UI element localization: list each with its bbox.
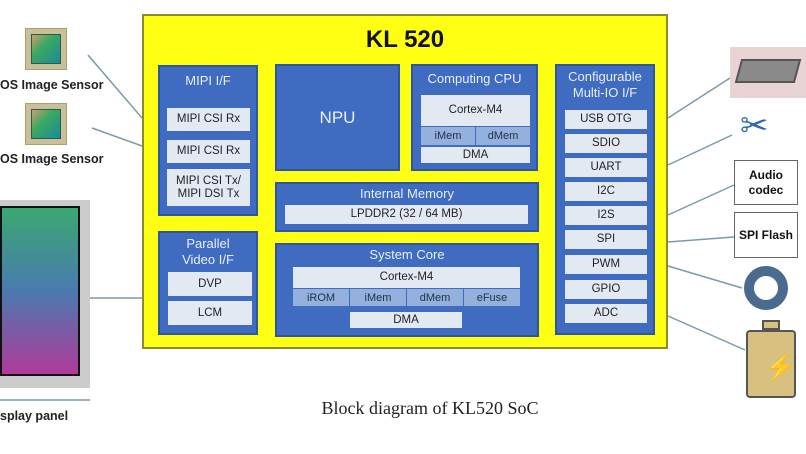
multi-io-item: ADC xyxy=(565,304,647,323)
battery-icon: ⚡ xyxy=(746,320,796,398)
display-label: splay panel xyxy=(0,409,69,423)
cpu-dma: DMA xyxy=(421,147,530,163)
system-core-cpu: Cortex-M4 xyxy=(293,267,520,288)
usb-connector-image xyxy=(730,47,806,98)
cpu-core: Cortex-M4 xyxy=(421,95,530,126)
system-core-mem: iMem xyxy=(350,289,406,306)
multi-io-item: PWM xyxy=(565,255,647,274)
cpu-mem: dMem xyxy=(476,127,530,145)
sensor-label-1: OS Image Sensor xyxy=(0,78,104,92)
lpddr2: LPDDR2 (32 / 64 MB) xyxy=(285,205,528,224)
lifebuoy-icon xyxy=(744,266,788,310)
system-core-title: System Core xyxy=(369,247,445,262)
mipi-item: MIPI CSI Tx/ MIPI DSI Tx xyxy=(167,169,250,206)
npu-block: NPU xyxy=(275,64,400,171)
image-sensor-icon xyxy=(25,28,67,70)
system-core-mem: eFuse xyxy=(464,289,520,306)
system-core-dma: DMA xyxy=(350,312,462,328)
multi-io-item: GPIO xyxy=(565,280,647,299)
multi-io-item: I2S xyxy=(565,206,647,225)
multi-io-item: SPI xyxy=(565,230,647,249)
chip-title: KL 520 xyxy=(365,26,445,53)
tools-icon: ✂ xyxy=(740,107,769,145)
system-core-mem: iROM xyxy=(293,289,349,306)
parallel-item: DVP xyxy=(168,272,252,296)
parallel-item: LCM xyxy=(168,301,252,325)
spi-flash-box: SPI Flash xyxy=(734,212,798,258)
display-panel-image xyxy=(0,200,90,388)
mipi-item: MIPI CSI Rx xyxy=(167,108,250,131)
multi-io-title: Configurable Multi-IO I/F xyxy=(568,69,642,100)
parallel-title: Parallel Video I/F xyxy=(182,236,234,267)
multi-io-item: UART xyxy=(565,158,647,177)
audio-codec-box: Audio codec xyxy=(734,160,798,205)
internal-memory-title: Internal Memory xyxy=(360,186,454,201)
multi-io-item: USB OTG xyxy=(565,110,647,129)
mipi-item: MIPI CSI Rx xyxy=(167,140,250,163)
multi-io-item: SDIO xyxy=(565,134,647,153)
mipi-title: MIPI I/F xyxy=(185,73,231,88)
cpu-mem: iMem xyxy=(421,127,475,145)
cpu-title: Computing CPU xyxy=(427,71,522,86)
diagram-caption: Block diagram of KL520 SoC xyxy=(321,398,539,418)
image-sensor-icon xyxy=(25,103,67,145)
system-core-mem: dMem xyxy=(407,289,463,306)
sensor-label-2: OS Image Sensor xyxy=(0,152,104,166)
multi-io-item: I2C xyxy=(565,182,647,201)
